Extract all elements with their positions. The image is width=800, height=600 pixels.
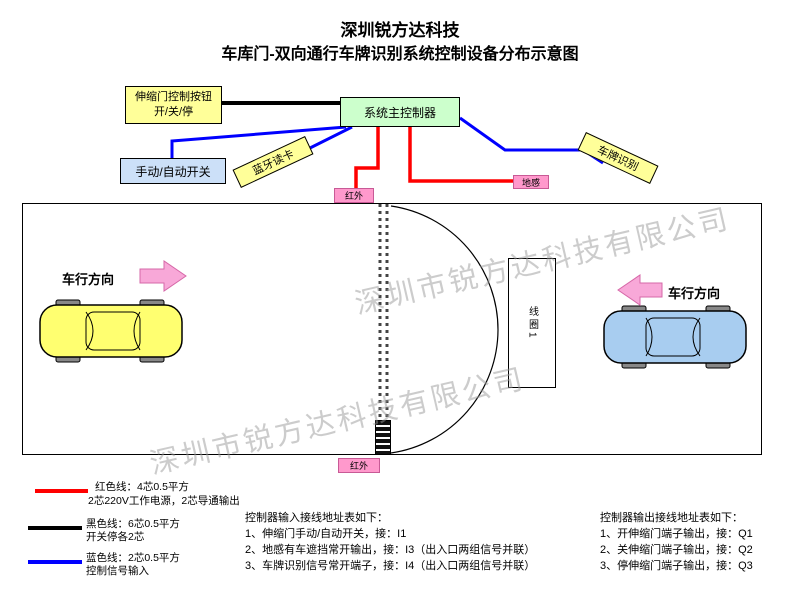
bluetooth-reader-box: 蓝牙读卡 bbox=[232, 136, 314, 188]
page-subtitle: 车库门-双向通行车牌识别系统控制设备分布示意图 bbox=[221, 46, 579, 63]
legend-black-label: 黑色线：6芯0.5平方 bbox=[86, 518, 180, 530]
gate-button-label-line1: 伸缩门控制按钮 bbox=[135, 91, 212, 103]
manual-auto-switch-box: 手动/自动开关 bbox=[120, 158, 226, 184]
wire-red-controller-to-ground-sensor bbox=[408, 127, 514, 183]
direction-label-left: 车行方向 bbox=[62, 272, 115, 287]
induction-coil-box: 线圈1 bbox=[508, 258, 556, 388]
wire-blue-switch-to-controller bbox=[170, 125, 347, 158]
main-controller-label: 系统主控制器 bbox=[363, 105, 436, 120]
legend-blue-line-sample bbox=[28, 560, 82, 564]
direction-label-right: 车行方向 bbox=[668, 286, 721, 301]
gate-motor-block bbox=[375, 420, 391, 455]
plate-recognition-label: 车牌识别 bbox=[595, 144, 641, 174]
infrared-top-label: 红外 bbox=[344, 191, 363, 201]
input-table-row: 3、车牌识别信号常开端子，接：I4（出入口两组信号并联） bbox=[245, 560, 536, 572]
plate-recognition-box: 车牌识别 bbox=[577, 132, 659, 184]
infrared-bottom-box: 红外 bbox=[338, 458, 380, 473]
legend-black-line-sample bbox=[28, 526, 82, 530]
output-table-row: 3、停伸缩门端子输出，接：Q3 bbox=[600, 560, 753, 572]
legend-red-desc: 2芯220V工作电源，2芯导通输出 bbox=[88, 495, 240, 507]
ground-sensor-box: 地感 bbox=[513, 175, 549, 189]
legend-blue-label: 蓝色线：2芯0.5平方 bbox=[86, 552, 180, 564]
road-area bbox=[22, 203, 762, 455]
ground-sensor-label: 地感 bbox=[521, 177, 540, 188]
infrared-top-box: 红外 bbox=[334, 188, 374, 203]
output-table-row: 1、开伸缩门端子输出，接：Q1 bbox=[600, 528, 753, 540]
output-table-row: 2、关伸缩门端子输出，接：Q2 bbox=[600, 544, 753, 556]
input-table-row: 1、伸缩门手动/自动开关，接：I1 bbox=[245, 528, 407, 540]
induction-coil-label: 线圈1 bbox=[526, 305, 538, 341]
legend-black-desc: 开关停各2芯 bbox=[86, 531, 145, 543]
input-table-row: 2、地感有车遮挡常开输出，接：I3（出入口两组信号并联） bbox=[245, 544, 536, 556]
main-controller-box: 系统主控制器 bbox=[340, 97, 460, 127]
input-table-title: 控制器输入接线地址表如下： bbox=[245, 512, 388, 524]
bluetooth-reader-label: 蓝牙读卡 bbox=[250, 148, 296, 178]
input-wiring-table: 控制器输入接线地址表如下： 1、伸缩门手动/自动开关，接：I1 2、地感有车遮挡… bbox=[245, 510, 535, 574]
legend-blue-desc: 控制信号输入 bbox=[86, 565, 149, 577]
page-title: 深圳锐方达科技 bbox=[340, 21, 460, 40]
legend-red-line-sample bbox=[35, 489, 88, 493]
output-wiring-table: 控制器输出接线地址表如下： 1、开伸缩门端子输出，接：Q1 2、关伸缩门端子输出… bbox=[600, 510, 753, 574]
manual-auto-switch-label: 手动/自动开关 bbox=[135, 164, 211, 179]
output-table-title: 控制器输出接线地址表如下： bbox=[600, 512, 743, 524]
legend-red-label: 红色线：4芯0.5平方 bbox=[95, 481, 189, 493]
gate-button-box: 伸缩门控制按钮 开/关/停 bbox=[125, 86, 222, 124]
gate-button-label-line2: 开/关/停 bbox=[153, 106, 194, 118]
wire-red-controller-to-infrared bbox=[354, 127, 380, 190]
infrared-bottom-label: 红外 bbox=[349, 461, 368, 471]
